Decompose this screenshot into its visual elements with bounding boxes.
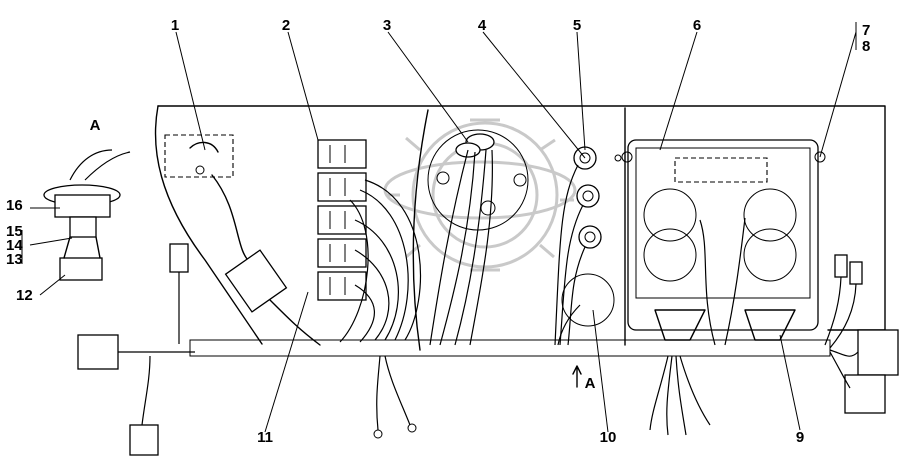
sensor-wires bbox=[373, 355, 711, 439]
callout-9: 9 bbox=[796, 429, 804, 446]
callout-15: 15 bbox=[6, 223, 23, 240]
callout-12: 12 bbox=[16, 287, 33, 304]
callout-3: 3 bbox=[383, 17, 391, 34]
callout-7: 7 bbox=[862, 22, 870, 39]
callout-11: 11 bbox=[257, 429, 273, 446]
view-a-detail bbox=[43, 149, 131, 281]
callout-8: 8 bbox=[862, 38, 870, 55]
view-a-label: A bbox=[90, 117, 101, 134]
indicators-5 bbox=[554, 146, 622, 346]
callout-1: 1 bbox=[171, 17, 179, 34]
callout-14: 14 bbox=[6, 237, 23, 254]
callout-13: 13 bbox=[6, 251, 23, 268]
arrow-a-label: A bbox=[585, 375, 596, 392]
hose-1 bbox=[211, 174, 321, 346]
callout-16: 16 bbox=[6, 197, 23, 214]
switch-block-2 bbox=[317, 139, 422, 343]
callout-2: 2 bbox=[282, 17, 290, 34]
callout-6: 6 bbox=[693, 17, 701, 34]
right-connectors bbox=[824, 254, 899, 414]
instrument-cluster-6 bbox=[621, 139, 826, 346]
left-connectors bbox=[77, 243, 195, 456]
callout-4: 4 bbox=[478, 17, 487, 34]
cutout-1 bbox=[164, 134, 234, 178]
gauge-3 bbox=[427, 129, 529, 346]
leader-lines bbox=[21, 22, 857, 433]
callout-5: 5 bbox=[573, 17, 581, 34]
callout-10: 10 bbox=[600, 429, 617, 446]
